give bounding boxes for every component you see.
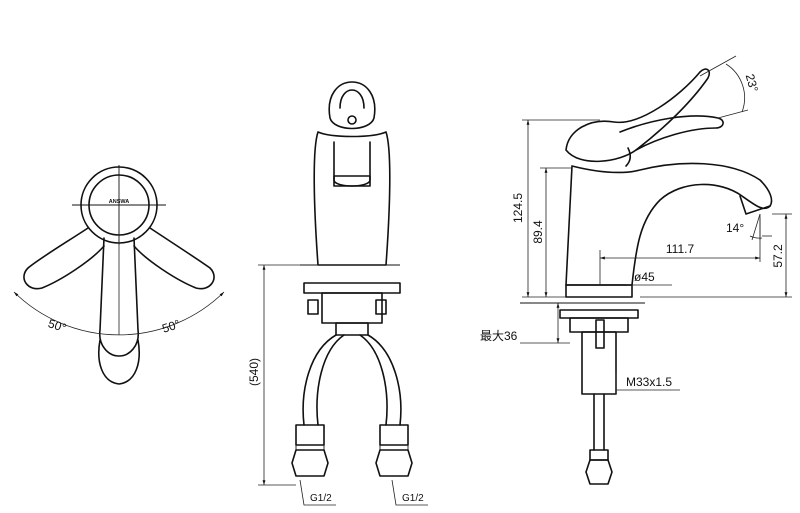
side-handle xyxy=(565,68,724,167)
spout-angle-label: 14° xyxy=(726,221,744,235)
max-thickness-dimension xyxy=(520,303,570,344)
front-hoses xyxy=(291,334,413,477)
outlet-height-dimension xyxy=(640,213,792,298)
thread-leaders xyxy=(299,479,428,506)
length-label: (540) xyxy=(247,358,261,386)
handle-angle-label: 23° xyxy=(743,72,761,93)
thread-right-label: G1/2 xyxy=(402,493,424,504)
handle-right-position xyxy=(133,227,215,290)
brand-logo: ANSWA xyxy=(109,199,130,205)
side-mounting xyxy=(520,284,645,485)
reach-label: 111.7 xyxy=(666,242,695,256)
thread-mount-leader xyxy=(615,372,680,394)
spout-angle-dimension xyxy=(749,213,772,241)
height-total-label: 124.5 xyxy=(511,193,525,223)
outlet-height-label: 57.2 xyxy=(771,244,785,268)
rotation-arc xyxy=(13,205,225,336)
height-spout-label: 89.4 xyxy=(531,220,545,244)
max-thickness-label: 最大36 xyxy=(480,329,518,343)
front-body xyxy=(313,131,391,266)
front-view: (540) G1/2 G1/2 xyxy=(247,81,428,506)
front-handle xyxy=(328,81,376,130)
side-view: 23° 124.5 89.4 111.7 14° xyxy=(480,55,792,485)
height-total-dimension xyxy=(522,119,600,298)
height-spout-dimension xyxy=(540,167,572,297)
top-view: ANSWA 50° 50° xyxy=(13,165,225,385)
handle-left-position xyxy=(23,227,105,290)
handle-center-position xyxy=(98,237,140,385)
handle-angle-dimension xyxy=(699,55,749,119)
angle-right-label: 50° xyxy=(160,317,182,336)
thread-left-label: G1/2 xyxy=(310,493,332,504)
front-mounting xyxy=(300,264,401,336)
angle-left-label: 50° xyxy=(46,316,68,335)
base-dia-label: ø45 xyxy=(634,270,655,284)
length-dimension xyxy=(258,264,300,486)
thread-mount-label: M33x1.5 xyxy=(626,375,672,389)
